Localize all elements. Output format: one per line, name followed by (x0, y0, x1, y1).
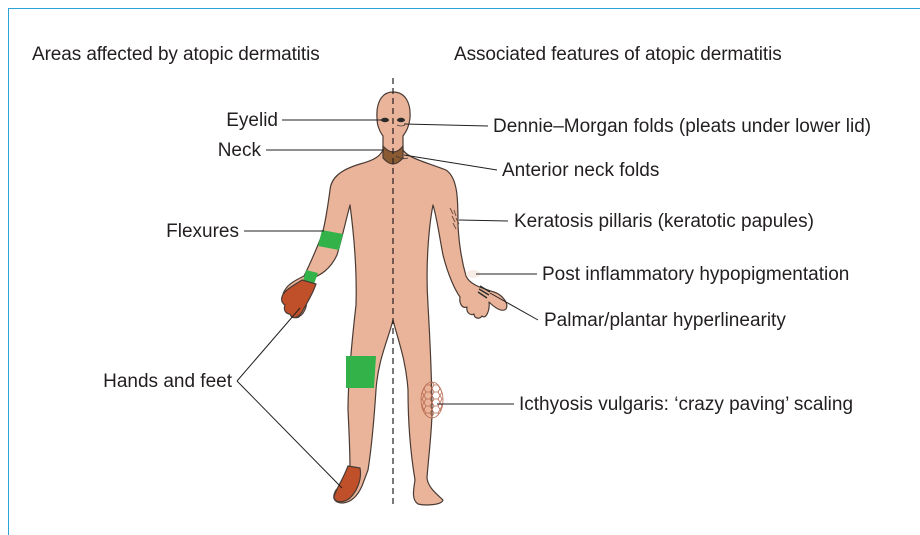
leader-keratosis (459, 220, 508, 221)
label-eyelid: Eyelid (226, 110, 278, 131)
label-keratosis: Keratosis pillaris (keratotic papules) (514, 211, 814, 232)
label-hands-and-feet: Hands and feet (103, 371, 233, 392)
leader-hands (237, 308, 300, 381)
label-hypopigmentation: Post inflammatory hypopigmentation (542, 264, 849, 285)
label-flexures: Flexures (166, 221, 239, 242)
label-anterior-neck-folds: Anterior neck folds (502, 160, 659, 181)
knee-affected-band (346, 356, 376, 388)
icthyosis-patch (421, 382, 443, 418)
label-neck: Neck (218, 140, 262, 161)
label-dennie-morgan: Dennie–Morgan folds (pleats under lower … (493, 116, 871, 137)
leader-feet (237, 381, 342, 488)
label-icthyosis: Icthyosis vulgaris: ‘crazy paving’ scali… (519, 394, 853, 415)
left-eye (381, 118, 389, 122)
left-hand-affected (282, 280, 316, 318)
leader-dennie-morgan (404, 124, 488, 126)
right-eye (397, 118, 405, 122)
human-figure (282, 92, 507, 505)
label-hyperlinearity: Palmar/plantar hyperlinearity (544, 310, 786, 331)
